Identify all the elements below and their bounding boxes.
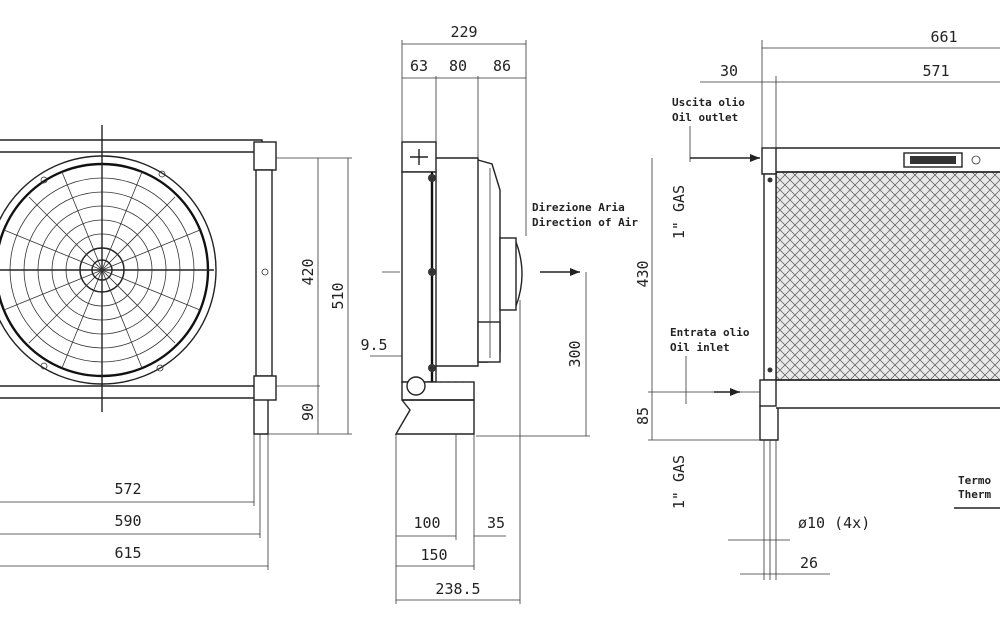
fan-guard xyxy=(0,125,217,412)
thermo-label-it: Termo xyxy=(958,474,991,487)
dim-86: 86 xyxy=(493,57,511,75)
airflow-label-en: Direction of Air xyxy=(532,216,638,229)
dim-300: 300 xyxy=(566,340,584,367)
inlet-label-it: Entrata olio xyxy=(670,326,750,339)
dim-9-5: 9.5 xyxy=(360,336,387,354)
dim-26: 26 xyxy=(800,554,818,572)
dim-100: 100 xyxy=(413,514,440,532)
radiator-core xyxy=(775,171,1000,381)
dim-430: 430 xyxy=(634,260,652,287)
dim-80: 80 xyxy=(449,57,467,75)
inlet-label-en: Oil inlet xyxy=(670,341,730,354)
inlet-port-front xyxy=(253,375,277,401)
dim-420: 420 xyxy=(299,258,317,285)
dim-229: 229 xyxy=(450,23,477,41)
outlet-port-right xyxy=(761,147,777,175)
gas-inlet-label: 1" GAS xyxy=(670,455,688,509)
outlet-label-en: Oil outlet xyxy=(672,111,738,124)
dim-571: 571 xyxy=(922,62,949,80)
hole-spec: ø10 (4x) xyxy=(798,514,870,532)
front-view: 420 510 90 572 590 615 xyxy=(0,125,352,570)
dim-150: 150 xyxy=(420,546,447,564)
dim-35: 35 xyxy=(487,514,505,532)
outlet-port-front xyxy=(253,141,277,171)
outlet-label-it: Uscita olio xyxy=(672,96,745,109)
thermo-label-en: Therm xyxy=(958,488,991,501)
dim-661: 661 xyxy=(930,28,957,46)
dim-85: 85 xyxy=(634,407,652,425)
side-view: 229 63 80 86 9.5 Direzione Aria Directio… xyxy=(360,23,638,604)
gas-outlet-label: 1" GAS xyxy=(670,185,688,239)
dim-30: 30 xyxy=(720,62,738,80)
dim-238-5: 238.5 xyxy=(435,580,480,598)
right-view: 661 571 30 Uscita olio Oil outlet 1" GAS… xyxy=(634,28,1000,580)
airflow-label-it: Direzione Aria xyxy=(532,201,625,214)
dim-90: 90 xyxy=(299,403,317,421)
dim-510: 510 xyxy=(329,282,347,309)
dim-572: 572 xyxy=(114,480,141,498)
inlet-port-right xyxy=(759,379,777,407)
dim-590: 590 xyxy=(114,512,141,530)
dim-615: 615 xyxy=(114,544,141,562)
dim-63: 63 xyxy=(410,57,428,75)
